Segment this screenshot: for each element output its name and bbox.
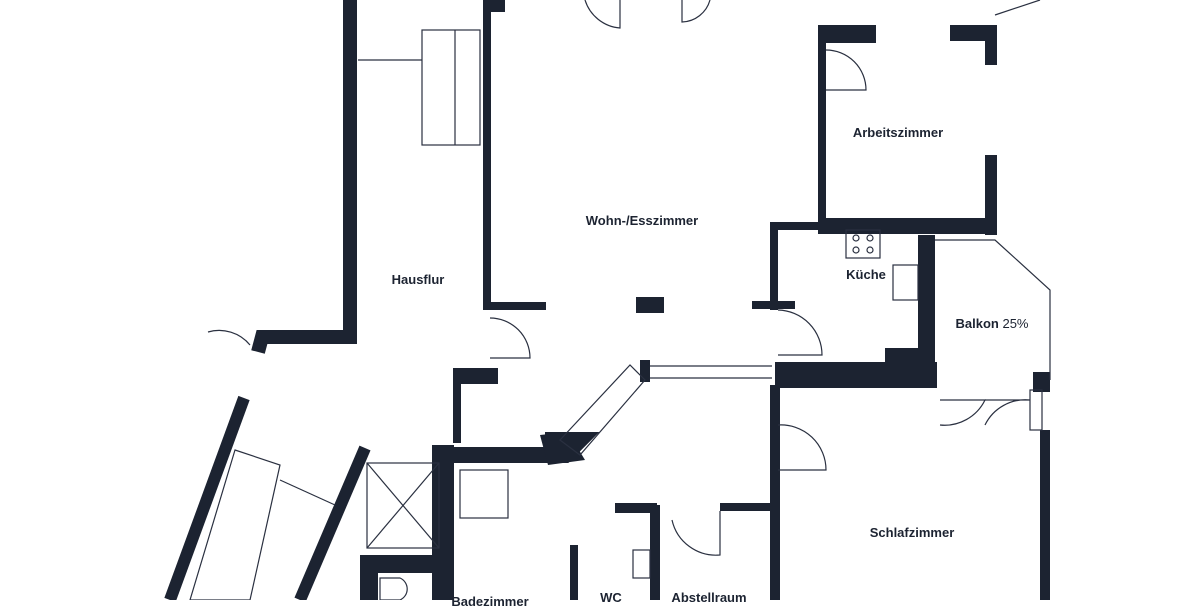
- stairs-bottom-left: [189, 449, 336, 600]
- stove-icon: [845, 229, 881, 259]
- room-label-hausflur: Hausflur: [391, 272, 445, 287]
- toilet-icon: [379, 577, 408, 600]
- balkon-name: Balkon: [955, 316, 999, 331]
- shower-icon: [366, 462, 440, 549]
- room-label-wc: WC: [600, 590, 622, 605]
- stairs-diagonal: [559, 364, 646, 456]
- stairs-top: [358, 29, 481, 146]
- washbasin-icon: [459, 469, 509, 519]
- sink-icon: [892, 264, 919, 301]
- room-label-abstell: Abstellraum: [671, 590, 747, 605]
- balcony-outline: [935, 0, 1051, 431]
- room-label-wohn: Wohn-/Esszimmer: [585, 213, 699, 228]
- room-label-kueche: Küche: [846, 267, 886, 282]
- doors: [207, 0, 1031, 556]
- balkon-percent: 25%: [1002, 316, 1029, 331]
- room-label-balkon: Balkon 25%: [956, 316, 1029, 331]
- room-label-arbeit: Arbeitszimmer: [852, 125, 944, 140]
- room-label-bad: Badezimmer: [451, 594, 529, 609]
- room-label-schlaf: Schlafzimmer: [869, 525, 955, 540]
